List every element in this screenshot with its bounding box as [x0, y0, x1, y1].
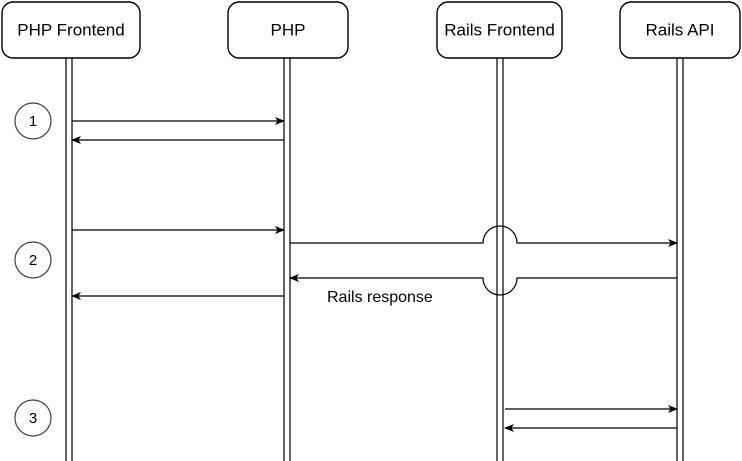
- participant-rails-frontend[interactable]: Rails Frontend: [436, 1, 563, 59]
- message-label: Rails response: [327, 289, 433, 306]
- message-msg-2-api-request[interactable]: [290, 225, 678, 247]
- step-circle: [14, 241, 52, 279]
- step-marker-2[interactable]: 2: [14, 241, 52, 279]
- participant-php-frontend[interactable]: PHP Frontend: [1, 1, 141, 59]
- participant-box: [619, 1, 741, 59]
- message-msg-2-api-response[interactable]: Rails response: [289, 274, 677, 306]
- step-marker-3[interactable]: 3: [14, 399, 52, 437]
- lifeline-php: [283, 58, 291, 461]
- participant-rails-api[interactable]: Rails API: [619, 1, 741, 59]
- participant-label: PHP Frontend: [17, 20, 124, 39]
- participant-php[interactable]: PHP: [227, 1, 349, 59]
- step-number: 2: [29, 252, 37, 269]
- lifeline-php-frontend: [65, 58, 73, 461]
- step-marker-1[interactable]: 1: [14, 102, 52, 140]
- message-arrow: [290, 225, 678, 247]
- message-arrow: [289, 274, 677, 296]
- step-number: 1: [29, 113, 37, 130]
- step-markers-layer: 1 2 3: [14, 102, 52, 437]
- messages-layer: Rails response: [71, 117, 678, 432]
- participants-layer: PHP Frontend PHP Rails Frontend Rails API: [1, 1, 741, 59]
- participant-box: [1, 1, 141, 59]
- participant-label: Rails Frontend: [444, 20, 555, 39]
- lifeline-rails-api: [676, 58, 684, 461]
- participant-label: Rails API: [646, 20, 715, 39]
- lifeline-rails-frontend: [496, 58, 504, 461]
- lifelines-layer: [65, 58, 684, 461]
- participant-box: [436, 1, 563, 59]
- step-circle: [14, 399, 52, 437]
- step-number: 3: [29, 410, 37, 427]
- step-circle: [14, 102, 52, 140]
- participant-label: PHP: [271, 20, 306, 39]
- participant-box: [227, 1, 349, 59]
